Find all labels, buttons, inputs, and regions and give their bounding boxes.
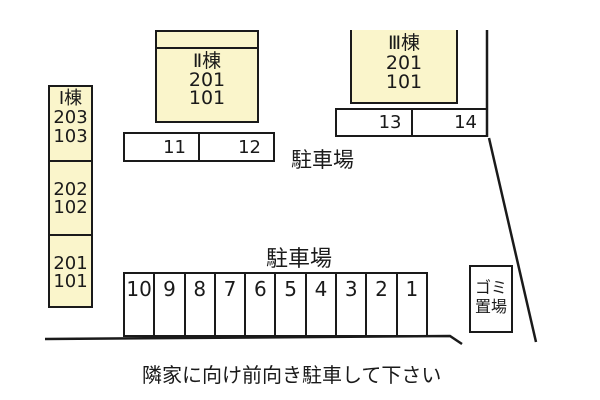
parking-label-lower: 駐車場 (266, 247, 333, 272)
parking-space-11: 11 (125, 134, 200, 160)
parking-space-4: 4 (307, 274, 338, 335)
building-1-section-bottom: 201 101 (50, 234, 91, 306)
garbage-area: ゴミ 置場 (469, 265, 513, 333)
room-number: 101 (385, 71, 423, 93)
parking-row-13-14: 13 14 (335, 108, 488, 137)
room-number: 102 (53, 197, 88, 218)
building-2-top-strip (157, 32, 257, 49)
parking-space-14: 14 (454, 112, 477, 133)
building-3-label: Ⅲ棟 (387, 32, 421, 54)
room-number: 202 (53, 179, 88, 200)
parking-space-1: 1 (405, 277, 419, 301)
parking-space-3: 3 (337, 274, 368, 335)
garbage-area-label-line1: ゴミ (474, 278, 507, 297)
building-1-section-middle: 202 102 (50, 160, 91, 234)
garbage-area-label-line2: 置場 (474, 297, 507, 316)
parking-space-7: 7 (216, 274, 247, 335)
parking-space-8: 8 (186, 274, 216, 335)
building-2-label: Ⅱ棟 (192, 50, 222, 72)
building-1: Ⅰ棟 203 103 202 102 201 101 (48, 85, 93, 308)
bottom-boundary-line (44, 334, 463, 346)
building-1-section-top: Ⅰ棟 203 103 (50, 87, 91, 160)
room-number: 101 (53, 271, 88, 292)
building-3: Ⅲ棟 201 101 (350, 30, 458, 104)
parking-space-2: 2 (367, 274, 398, 335)
building-1-label: Ⅰ棟 (58, 88, 83, 109)
parking-space-10: 10 (125, 274, 156, 335)
room-number: 101 (188, 87, 226, 109)
room-number: 103 (53, 126, 88, 147)
parking-row-main: 10 9 8 7 6 5 4 3 2 1 (123, 272, 428, 337)
parking-row-11-12: 11 12 (123, 132, 275, 162)
room-number: 201 (385, 51, 423, 74)
parking-label-upper: 駐車場 (291, 148, 354, 172)
parking-space-9: 9 (155, 274, 186, 335)
room-number: 201 (53, 253, 88, 274)
building-2: Ⅱ棟 201 101 (155, 30, 259, 123)
parking-space-6: 6 (246, 274, 277, 335)
parking-space-12: 12 (238, 136, 261, 158)
room-number: 203 (53, 107, 88, 128)
parking-space-5: 5 (276, 274, 307, 335)
parking-space-13: 13 (337, 110, 413, 135)
parking-instruction-caption: 隣家に向け前向き駐車して下さい (142, 363, 442, 387)
room-number: 201 (188, 68, 226, 91)
